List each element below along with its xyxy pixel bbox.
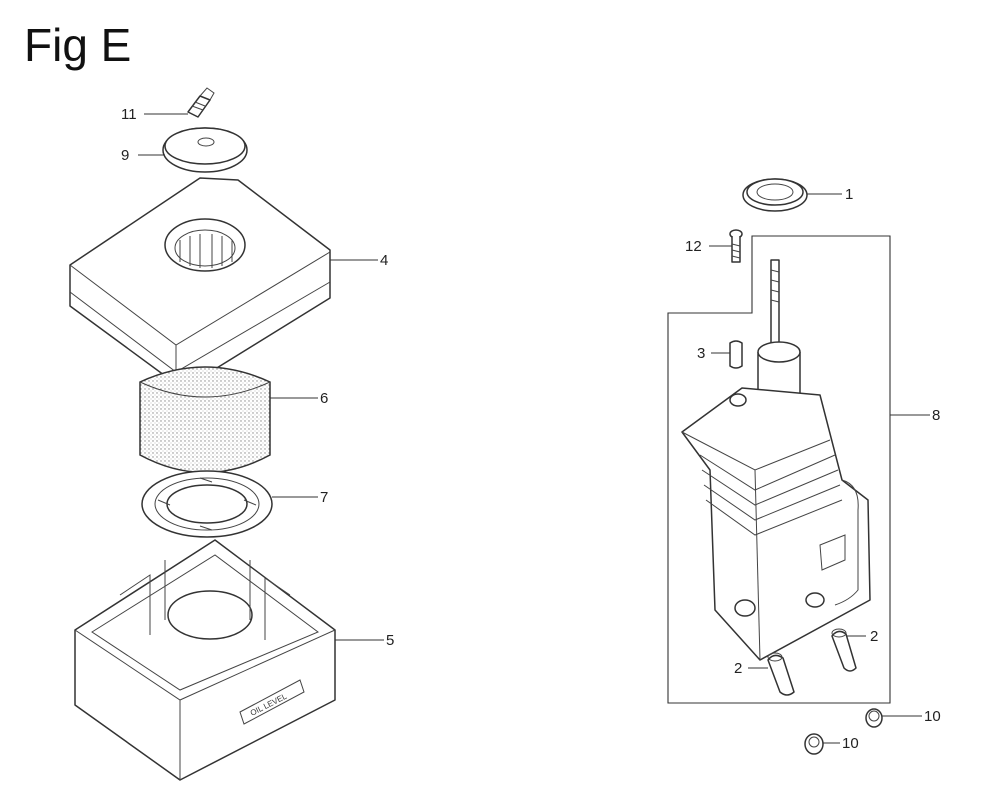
callout-3: 3 [697, 345, 705, 362]
part-8-bracket-outline [667, 235, 891, 704]
leader-lines [138, 113, 930, 744]
callout-8: 8 [932, 407, 940, 424]
callout-11: 11 [121, 106, 137, 123]
callout-10-lower: 10 [842, 735, 859, 752]
callout-1: 1 [845, 186, 853, 203]
callout-labels: 11 9 4 6 7 5 1 12 3 8 2 2 10 10 [121, 106, 941, 752]
callout-12: 12 [685, 238, 702, 255]
part-12-bolt [729, 229, 743, 263]
callout-7: 7 [320, 489, 328, 506]
part-3-dowel-pin [729, 340, 743, 369]
part-2-dowel-upper [831, 628, 857, 672]
part-10-washer-lower [804, 733, 824, 755]
callout-6: 6 [320, 390, 328, 407]
callout-9: 9 [121, 147, 129, 164]
callout-5: 5 [386, 632, 394, 649]
part-1-seal-ring [742, 178, 808, 212]
part-2-dowel-lower [767, 652, 795, 696]
part-4-air-cleaner-cover [69, 177, 331, 393]
figure-title: Fig E [24, 19, 132, 71]
part-10-washer-upper [865, 708, 883, 728]
callout-4: 4 [380, 252, 388, 269]
part-11-bolt [187, 87, 215, 118]
callout-10-upper: 10 [924, 708, 941, 725]
part-8-crankcase-cover [681, 259, 871, 661]
part-5-air-cleaner-case: OIL LEVEL [74, 539, 336, 781]
part-6-foam-element [139, 366, 271, 474]
part-7-grommet-ring [141, 470, 273, 538]
callout-2-upper: 2 [870, 628, 878, 645]
callout-2-lower: 2 [734, 660, 742, 677]
part-9-nut-disc [162, 127, 248, 173]
